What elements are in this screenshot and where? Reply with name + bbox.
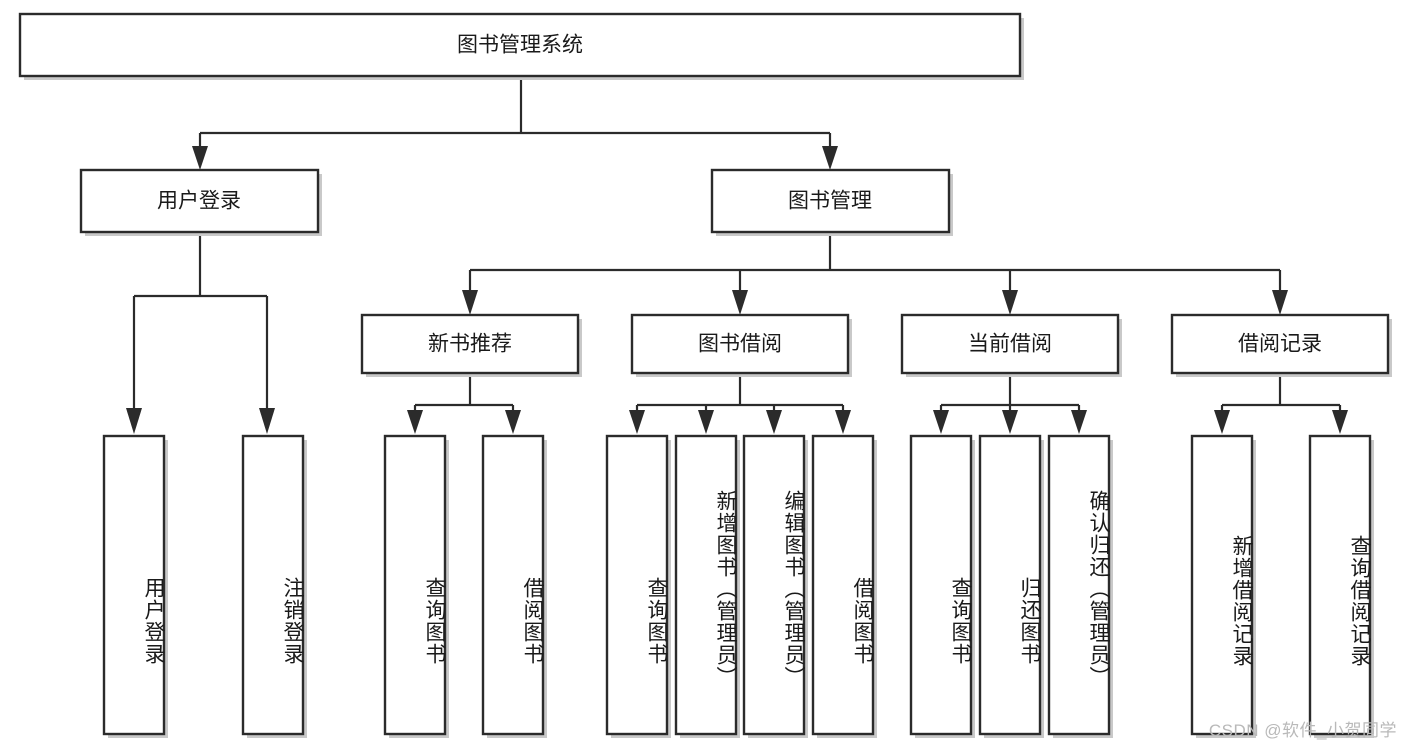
node-root[interactable]: 图书管理系统 xyxy=(18,12,1024,80)
csdn-watermark: CSDN @软件_小贺同学 xyxy=(1208,721,1397,740)
arrow-head-book-manage xyxy=(822,146,838,170)
arrow-head-leaf-return-book xyxy=(1002,410,1018,434)
arrow-head-leaf-add-book xyxy=(698,410,714,434)
node-book-borrow-label: 图书借阅 xyxy=(698,333,782,356)
node-new-book-rec[interactable]: 新书推荐 xyxy=(360,313,582,377)
node-leaf-query-book-3-rect xyxy=(909,434,973,736)
arrow-head-leaf-user-logout xyxy=(259,408,275,434)
node-leaf-confirm-return[interactable] xyxy=(1047,434,1113,738)
node-root-rect xyxy=(18,12,1022,78)
arrow-head-leaf-query-book-2 xyxy=(629,410,645,434)
node-leaf-user-logout[interactable] xyxy=(241,434,307,738)
arrow-head-leaf-edit-book xyxy=(766,410,782,434)
arrow-head-leaf-query-record xyxy=(1332,410,1348,434)
node-leaf-query-book-1[interactable] xyxy=(383,434,449,738)
node-leaf-add-book-rect xyxy=(674,434,738,736)
arrow-head-leaf-query-book-1 xyxy=(407,410,423,434)
arrow-head-leaf-query-book-3 xyxy=(933,410,949,434)
node-leaf-borrow-book-2-rect xyxy=(811,434,875,736)
node-leaf-edit-book[interactable] xyxy=(742,434,808,738)
node-root-label: 图书管理系统 xyxy=(457,34,583,57)
connector-layer xyxy=(126,78,1348,434)
arrow-head-new-book-rec xyxy=(462,290,478,315)
node-leaf-query-record[interactable] xyxy=(1308,434,1374,738)
node-borrow-record[interactable]: 借阅记录 xyxy=(1170,313,1392,377)
node-current-borrow[interactable]: 当前借阅 xyxy=(900,313,1122,377)
arrow-head-leaf-borrow-book-1 xyxy=(505,410,521,434)
node-book-borrow[interactable]: 图书借阅 xyxy=(630,313,852,377)
node-leaf-confirm-return-rect xyxy=(1047,434,1111,736)
node-leaf-return-book[interactable] xyxy=(978,434,1044,738)
node-leaf-borrow-book-2[interactable] xyxy=(811,434,877,738)
node-book-manage-label: 图书管理 xyxy=(788,190,872,213)
node-user-login-label: 用户登录 xyxy=(157,190,241,213)
arrow-head-leaf-add-record xyxy=(1214,410,1230,434)
node-leaf-user-login[interactable] xyxy=(102,434,168,738)
node-user-login-rect xyxy=(79,168,320,234)
arrow-head-leaf-borrow-book-2 xyxy=(835,410,851,434)
node-leaf-query-book-1-rect xyxy=(383,434,447,736)
arrow-head-leaf-confirm-return xyxy=(1071,410,1087,434)
node-new-book-rec-label: 新书推荐 xyxy=(428,333,512,356)
node-leaf-return-book-rect xyxy=(978,434,1042,736)
node-leaf-user-login-rect xyxy=(102,434,166,736)
node-current-borrow-rect xyxy=(900,313,1120,375)
node-user-login[interactable]: 用户登录 xyxy=(79,168,322,236)
node-leaf-query-book-2[interactable] xyxy=(605,434,671,738)
node-leaf-borrow-book-1-rect xyxy=(481,434,545,736)
arrow-head-leaf-user-login xyxy=(126,408,142,434)
node-leaf-add-book[interactable] xyxy=(674,434,740,738)
node-current-borrow-label: 当前借阅 xyxy=(968,333,1052,356)
node-borrow-record-label: 借阅记录 xyxy=(1238,333,1322,356)
node-leaf-add-record[interactable] xyxy=(1190,434,1256,738)
node-new-book-rec-rect xyxy=(360,313,580,375)
node-leaf-user-logout-rect xyxy=(241,434,305,736)
node-leaf-query-book-2-rect xyxy=(605,434,669,736)
node-book-manage[interactable]: 图书管理 xyxy=(710,168,953,236)
arrow-head-book-borrow xyxy=(732,290,748,315)
node-leaf-query-record-rect xyxy=(1308,434,1372,736)
arrow-head-borrow-record xyxy=(1272,290,1288,315)
node-leaf-add-record-rect xyxy=(1190,434,1254,736)
node-borrow-record-rect xyxy=(1170,313,1390,375)
arrow-head-user-login xyxy=(192,146,208,170)
node-leaf-edit-book-rect xyxy=(742,434,806,736)
arrow-head-current-borrow xyxy=(1002,290,1018,315)
node-book-manage-rect xyxy=(710,168,951,234)
node-leaf-borrow-book-1[interactable] xyxy=(481,434,547,738)
node-leaf-query-book-3[interactable] xyxy=(909,434,975,738)
node-book-borrow-rect xyxy=(630,313,850,375)
